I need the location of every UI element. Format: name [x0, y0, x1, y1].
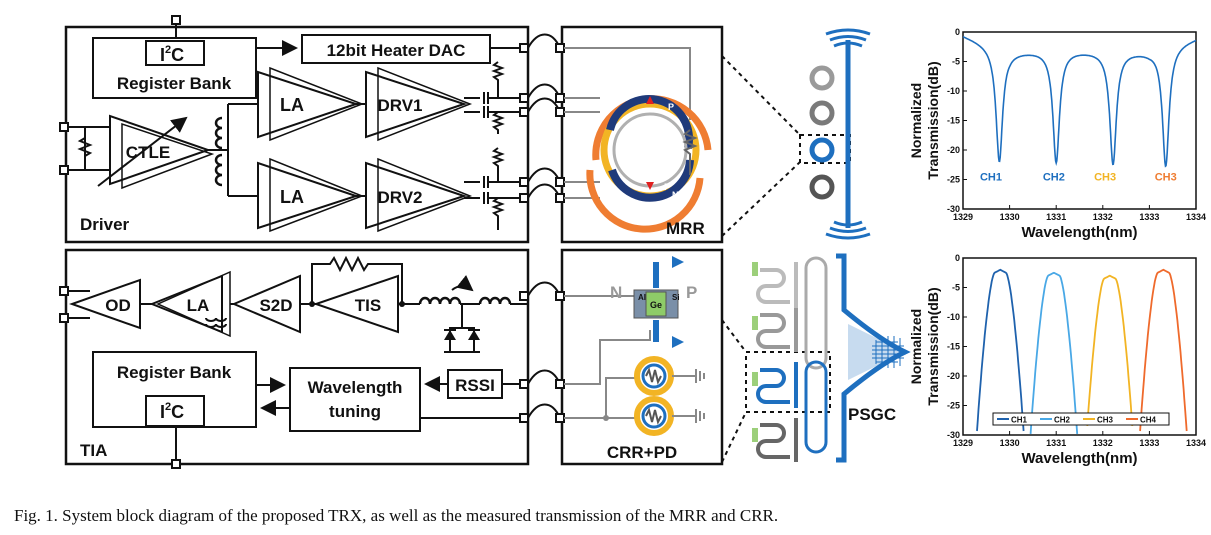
- drv1-label: DRV1: [377, 96, 422, 115]
- driver-la-bottom-label: LA: [280, 187, 304, 207]
- legend-entry: CH4: [1140, 416, 1157, 425]
- crr-p-label: P: [686, 283, 697, 302]
- tia-la-label: LA: [187, 296, 210, 315]
- driver-i2c-label: I2C: [160, 44, 184, 65]
- x-axis-label: Wavelength(nm): [1021, 224, 1137, 241]
- y-tick-label: 0: [955, 253, 960, 263]
- series-line-ch3: [1086, 274, 1134, 426]
- driver-title: Driver: [80, 215, 130, 234]
- y-tick-label: -15: [947, 116, 960, 126]
- crr-block: Ge Si Al N P CRR+PD: [555, 248, 724, 466]
- crr-transmission-chart: 1329 1330 1331 1332 1333 1334 0 -5 -10 -15 -20 -25 -…: [908, 253, 1206, 467]
- ctle-amplifier: [109, 114, 212, 186]
- mrr-n-top: N: [676, 92, 683, 102]
- series-line-ch2: [1029, 271, 1079, 434]
- y-tick-label: -20: [947, 371, 960, 381]
- crr-n-label: N: [610, 283, 622, 302]
- x-tick-label: 1331: [1046, 438, 1066, 448]
- y-axis-label: Normalized: [908, 83, 924, 158]
- psgc-label: PSGC: [848, 405, 896, 424]
- x-tick-label: 1332: [1093, 212, 1113, 222]
- wavelength-tuning: [289, 367, 421, 432]
- wavelength-label: Wavelength: [308, 378, 403, 397]
- mrr-block: P N P N MRR: [555, 25, 724, 244]
- tuning-label: tuning: [329, 402, 381, 421]
- channel-annotation: CH2: [1043, 172, 1065, 184]
- y-tick-label: -25: [947, 175, 960, 185]
- tia-register-bank-label: Register Bank: [117, 363, 232, 382]
- crr-al-label: Al: [638, 293, 646, 302]
- drv2-label: DRV2: [377, 188, 422, 207]
- y-tick-label: -20: [947, 145, 960, 155]
- legend-entry: CH3: [1097, 416, 1114, 425]
- x-tick-label: 1329: [953, 212, 973, 222]
- y-axis-label: Transmission(dB): [925, 61, 941, 179]
- channel-annotation: CH1: [980, 172, 1002, 184]
- rssi-label: RSSI: [455, 376, 495, 395]
- driver-la-bottom: [257, 161, 360, 230]
- crr-title: CRR+PD: [607, 443, 677, 462]
- channel-annotation: CH3: [1094, 172, 1116, 184]
- driver-register-bank-label: Register Bank: [117, 74, 232, 93]
- series-line-ch4: [1139, 268, 1188, 432]
- mrr-n-bottom: N: [672, 190, 679, 200]
- chart-frame: [962, 257, 1197, 436]
- x-tick-label: 1330: [1000, 212, 1020, 222]
- series-line: [962, 36, 1197, 168]
- tis-label: TIS: [355, 296, 381, 315]
- x-tick-label: 1334: [1186, 438, 1206, 448]
- driver-la-top: [257, 70, 360, 139]
- x-tick-label: 1333: [1139, 438, 1159, 448]
- channel-annotation: CH3: [1155, 172, 1177, 184]
- crr-zoom-lines: [721, 319, 831, 463]
- legend-entry: CH2: [1054, 416, 1071, 425]
- figure-caption: Fig. 1. System block diagram of the prop…: [14, 506, 779, 525]
- heater-dac-label: 12bit Heater DAC: [327, 41, 466, 60]
- mrr-title: MRR: [666, 219, 705, 238]
- tia-block: OD LA S2D TIS Register Bank: [59, 248, 530, 469]
- driver-la-top-label: LA: [280, 95, 304, 115]
- y-tick-label: -10: [947, 86, 960, 96]
- y-tick-label: -10: [947, 312, 960, 322]
- x-tick-label: 1330: [1000, 438, 1020, 448]
- x-tick-label: 1329: [953, 438, 973, 448]
- y-axis-label: Transmission(dB): [925, 287, 941, 405]
- psgc-waveguide: [836, 253, 911, 463]
- tia-i2c-label: I2C: [160, 401, 184, 422]
- ctle-label: CTLE: [126, 143, 170, 162]
- y-tick-label: -30: [947, 204, 960, 214]
- heater-dac: [301, 34, 491, 64]
- tia-title: TIA: [80, 441, 107, 460]
- tia-la-amplifier: [149, 274, 223, 334]
- crr-ge-label: Ge: [650, 300, 662, 310]
- crr-array: PSGC: [752, 253, 911, 463]
- y-tick-label: -25: [947, 401, 960, 411]
- y-axis-label: Normalized: [908, 309, 924, 384]
- x-tick-label: 1331: [1046, 212, 1066, 222]
- psgc-grating: [872, 336, 906, 368]
- y-tick-label: -5: [952, 57, 960, 67]
- legend: [992, 412, 1170, 426]
- tia-bond-wires: [527, 281, 561, 419]
- x-tick-label: 1334: [1186, 212, 1206, 222]
- driver-block: I2C Register Bank 12bit Heater DAC CTLE …: [59, 15, 530, 244]
- crr-si-label: Si: [672, 293, 680, 302]
- legend-entry: CH1: [1011, 416, 1028, 425]
- y-tick-label: -5: [952, 283, 960, 293]
- series-line-ch1: [976, 268, 1025, 432]
- x-tick-label: 1332: [1093, 438, 1113, 448]
- mrr-p-bottom: P: [664, 182, 670, 192]
- x-axis-label: Wavelength(nm): [1021, 450, 1137, 467]
- s2d-label: S2D: [259, 296, 292, 315]
- y-tick-label: 0: [955, 27, 960, 37]
- mrr-array: [809, 28, 871, 240]
- mrr-transmission-chart: 1329 1330 1331 1332 1333 1334 0 -5 -10 -15 -20 -25 -…: [908, 27, 1206, 241]
- mrr-p-top: P: [668, 102, 674, 112]
- x-tick-label: 1333: [1139, 212, 1159, 222]
- od-label: OD: [105, 296, 131, 315]
- y-tick-label: -15: [947, 342, 960, 352]
- y-tick-label: -30: [947, 430, 960, 440]
